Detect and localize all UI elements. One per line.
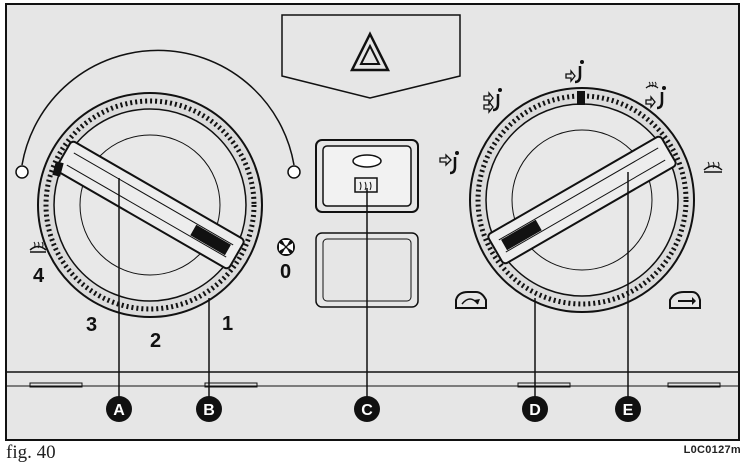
recirculation-icon[interactable] [455, 291, 487, 309]
figure-code: L0C0127m [683, 444, 741, 456]
callout-b: B [196, 396, 222, 422]
air-distribution-dial[interactable] [469, 87, 695, 313]
svg-text:A: A [113, 402, 125, 419]
svg-text:D: D [529, 402, 541, 419]
callout-d: D [522, 396, 548, 422]
hazard-button[interactable] [281, 14, 461, 99]
svg-text:E: E [623, 402, 634, 419]
fan-icon [277, 238, 295, 256]
dial-pointer [190, 224, 231, 256]
feet-demist-icon [645, 81, 666, 110]
callout-a: A [106, 396, 132, 422]
callout-e: E [615, 396, 641, 422]
fresh-air-icon[interactable] [669, 291, 701, 309]
windscreen-demist-icon [29, 241, 47, 253]
fan-position-2: 2 [150, 330, 161, 352]
callout-c: C [354, 396, 380, 422]
fan-position-4: 4 [33, 265, 45, 287]
figure-caption: fig. 40 [6, 442, 56, 463]
face-vent-icon [439, 151, 459, 175]
rear-window-heater-icon [354, 177, 378, 193]
feet-vent-icon [565, 60, 584, 84]
rear-demist-button[interactable] [315, 139, 419, 213]
hazard-triangle-icon [349, 31, 391, 72]
dial-pointer [501, 219, 542, 251]
face-feet-vent-icon [483, 88, 502, 114]
arc-end-marker [287, 165, 301, 179]
top-marker [577, 91, 585, 105]
svg-text:B: B [203, 402, 215, 419]
fan-position-3: 3 [86, 314, 97, 336]
windscreen-demist-icon-right [703, 161, 723, 173]
svg-text:C: C [361, 402, 373, 419]
arc-end-marker [15, 165, 29, 179]
fan-speed-dial[interactable] [15, 49, 301, 318]
indicator-lamp [352, 154, 382, 168]
fan-position-1: 1 [222, 313, 233, 335]
fan-position-0: 0 [280, 261, 291, 283]
